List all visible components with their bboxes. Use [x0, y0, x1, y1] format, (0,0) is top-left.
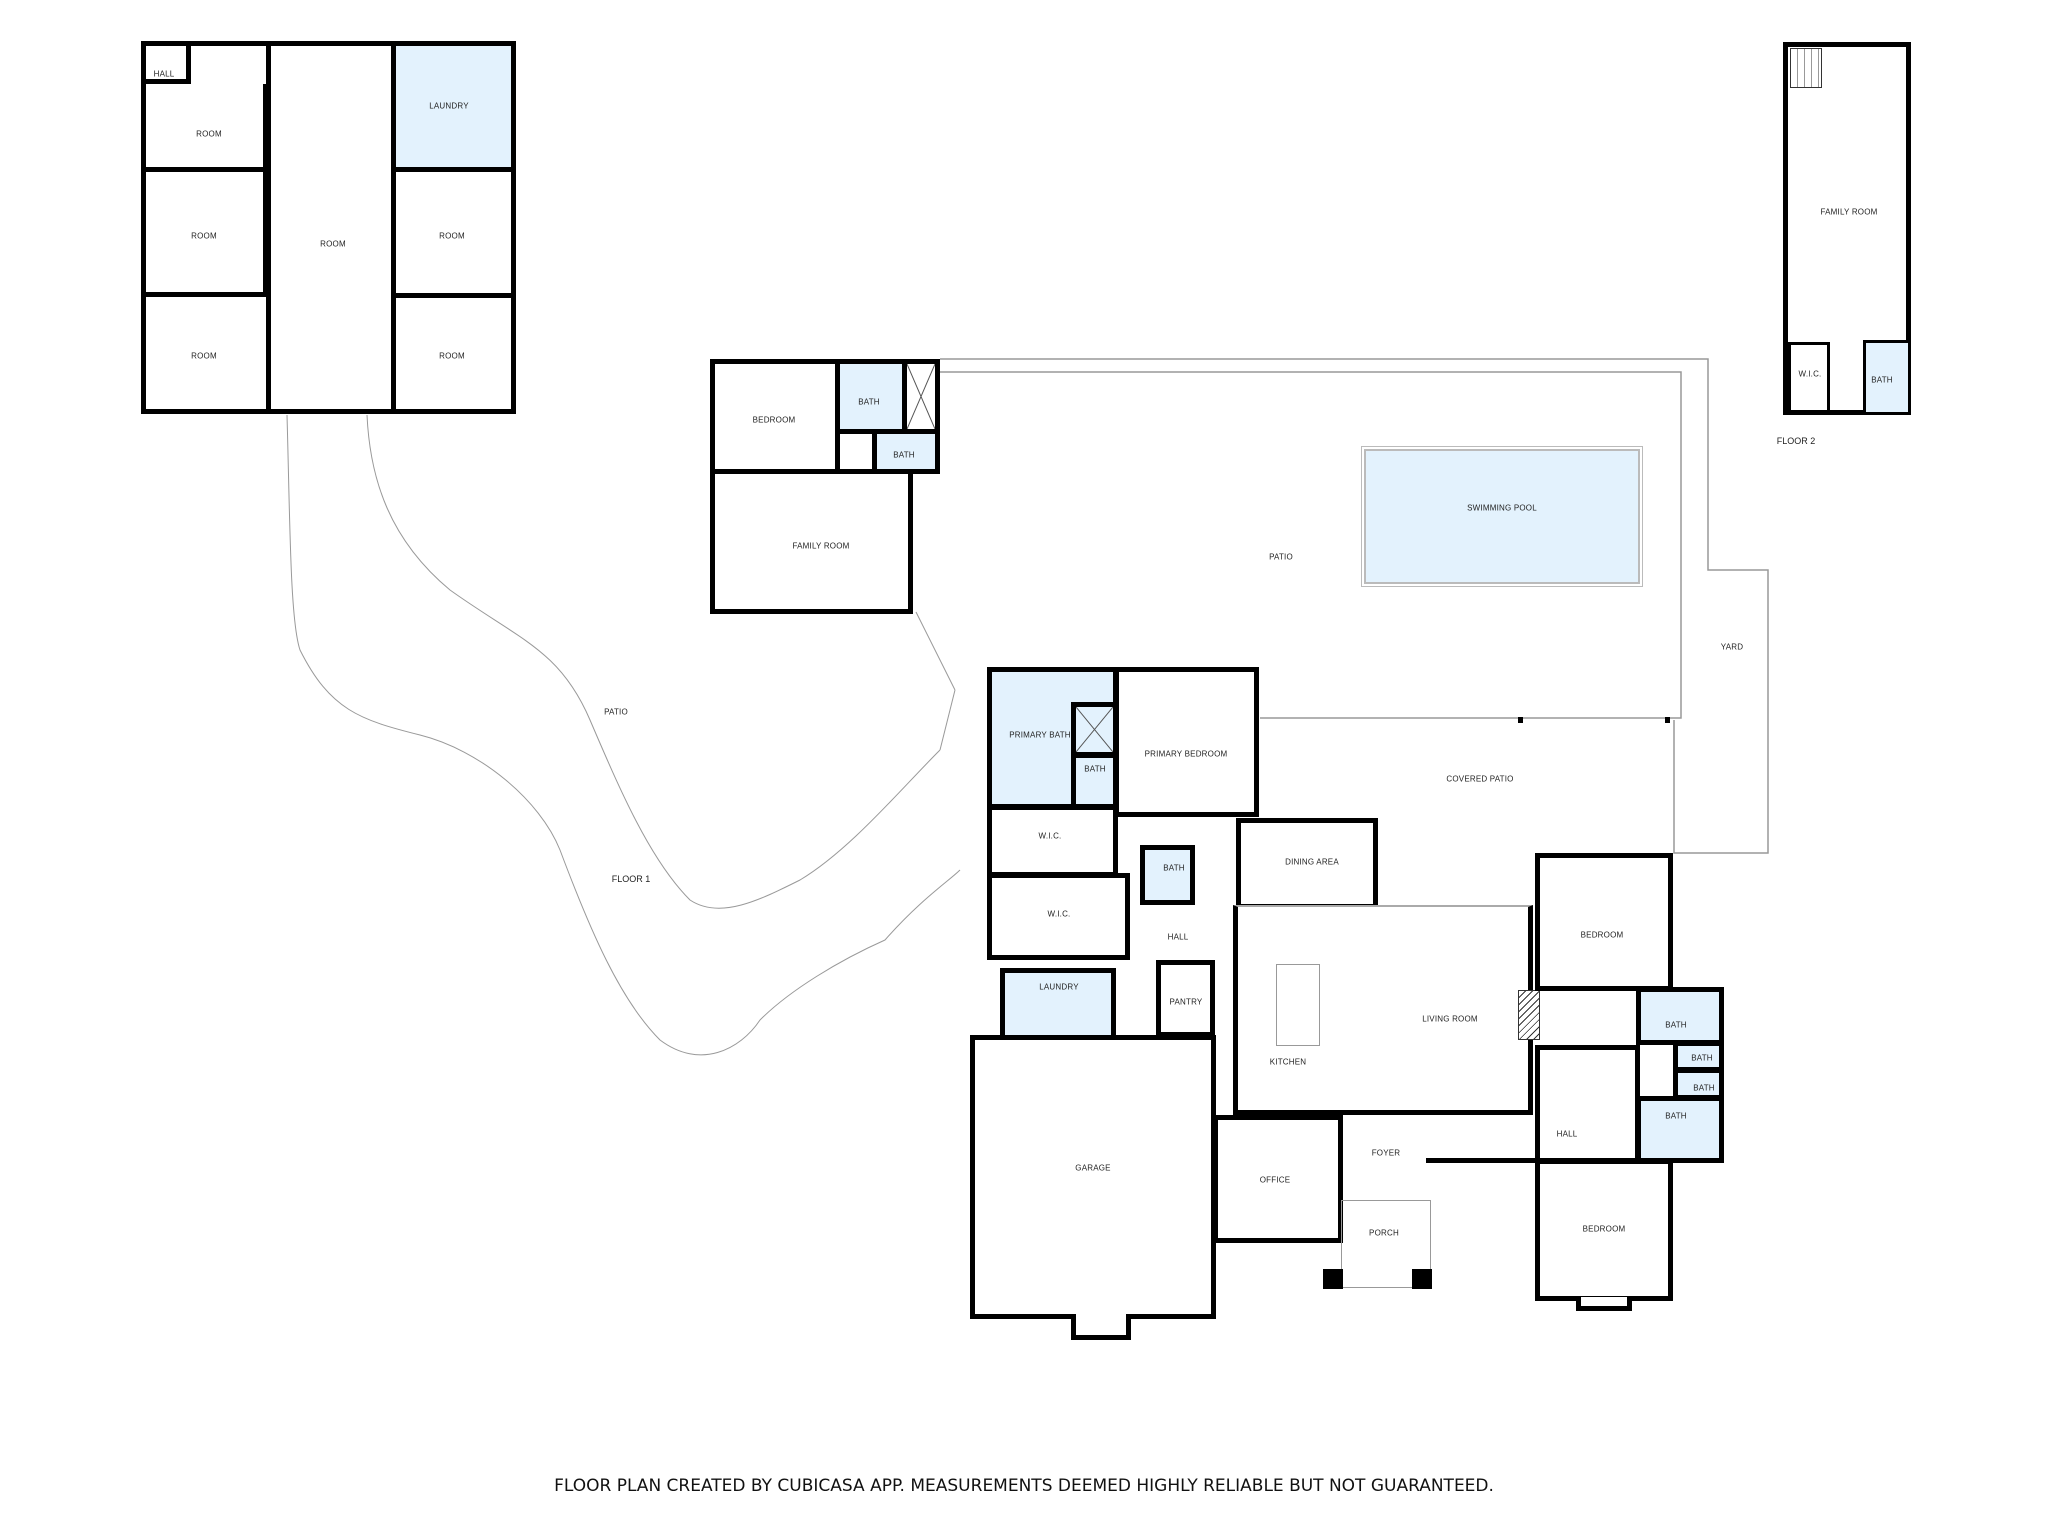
floor2-label: FLOOR 2 — [1776, 436, 1816, 446]
label-laundry: LAUNDRY — [429, 101, 469, 111]
label-bath-b: BATH — [1691, 1053, 1713, 1063]
room-porch — [1341, 1200, 1431, 1288]
label-room-w2: ROOM — [191, 351, 217, 361]
label-bath-hall: BATH — [1163, 863, 1185, 873]
label-bath-guest-2: BATH — [893, 450, 915, 460]
room-office — [1213, 1115, 1343, 1243]
label-pantry: PANTRY — [1169, 997, 1203, 1007]
label-room-e2: ROOM — [439, 351, 465, 361]
garage-bump — [1071, 1314, 1131, 1340]
bedroom-bump — [1576, 1297, 1632, 1311]
room-primary-wc — [1071, 753, 1118, 809]
floor1-label: FLOOR 1 — [611, 874, 651, 884]
wall — [266, 41, 271, 414]
room-wic-2 — [987, 873, 1130, 960]
shower-x-icon — [907, 364, 935, 429]
room-pantry — [1156, 960, 1215, 1037]
label-hall: HALL — [153, 69, 175, 79]
post — [1518, 717, 1523, 723]
room-bath-f2 — [1863, 340, 1911, 415]
label-primary-wc: BATH — [1084, 764, 1106, 774]
label-yard: YARD — [1720, 642, 1744, 652]
label-bath-a: BATH — [1665, 1020, 1687, 1030]
label-garage: GARAGE — [1075, 1163, 1111, 1173]
room-bath-hall — [1140, 845, 1195, 905]
label-patio-main: PATIO — [1269, 552, 1293, 562]
wall — [1426, 1158, 1541, 1163]
porch-column — [1412, 1269, 1432, 1289]
room-laundry-outbuilding — [391, 41, 516, 172]
porch-column — [1323, 1269, 1343, 1289]
room-wic-1 — [987, 805, 1118, 877]
room-hall-outbuilding — [141, 41, 191, 84]
label-room-center: ROOM — [320, 239, 346, 249]
room-laundry — [1000, 968, 1116, 1040]
wall — [391, 296, 396, 414]
label-wic-1: W.I.C. — [1038, 831, 1062, 841]
footer-disclaimer: FLOOR PLAN CREATED BY CUBICASA APP. MEAS… — [554, 1476, 1494, 1496]
label-covered-patio: COVERED PATIO — [1446, 774, 1514, 784]
label-porch: PORCH — [1369, 1228, 1399, 1238]
label-bath-d: BATH — [1665, 1111, 1687, 1121]
label-laundry: LAUNDRY — [1039, 982, 1079, 992]
label-bath-f2: BATH — [1871, 375, 1893, 385]
label-bath-guest-1: BATH — [858, 397, 880, 407]
label-family-guest: FAMILY ROOM — [792, 541, 850, 551]
label-kitchen: KITCHEN — [1269, 1057, 1307, 1067]
room-bath-guest-1 — [835, 359, 907, 434]
stairs-icon — [1790, 48, 1822, 88]
room-e1 — [391, 168, 516, 298]
label-room-w1: ROOM — [191, 231, 217, 241]
label-wic-2: W.I.C. — [1047, 909, 1071, 919]
room-garage — [970, 1035, 1216, 1319]
label-foyer: FOYER — [1371, 1148, 1401, 1158]
room-family-guest — [710, 469, 913, 614]
label-primary-bedroom: PRIMARY BEDROOM — [1144, 749, 1228, 759]
label-bath-c: BATH — [1693, 1083, 1715, 1093]
label-bedroom-ne: BEDROOM — [1580, 930, 1624, 940]
label-bedroom-se: BEDROOM — [1582, 1224, 1626, 1234]
post — [1665, 717, 1670, 723]
room-wic-f2 — [1788, 342, 1830, 415]
room-bath-a — [1636, 987, 1724, 1045]
label-swimming-pool: SWIMMING POOL — [1467, 503, 1537, 513]
label-family-room-f2: FAMILY ROOM — [1820, 207, 1878, 217]
label-dining-area: DINING AREA — [1285, 857, 1339, 867]
room-w1 — [141, 172, 268, 297]
label-hall-east: HALL — [1556, 1129, 1578, 1139]
room-bedroom-ne — [1535, 853, 1673, 991]
shower — [902, 359, 940, 434]
label-room-nw: ROOM — [196, 129, 222, 139]
room-bath-d — [1636, 1096, 1724, 1163]
label-hall: HALL — [1167, 932, 1189, 942]
room-hall-east — [1535, 1045, 1640, 1163]
label-office: OFFICE — [1259, 1175, 1291, 1185]
shower-x-icon — [1076, 707, 1113, 752]
label-room-e1: ROOM — [439, 231, 465, 241]
room-nw — [141, 84, 268, 172]
closet — [835, 429, 877, 474]
kitchen-island — [1276, 964, 1320, 1046]
label-living-room: LIVING ROOM — [1422, 1014, 1478, 1024]
room-primary-bedroom — [1114, 667, 1259, 817]
label-wic-f2: W.I.C. — [1798, 369, 1822, 379]
swimming-pool — [1361, 446, 1643, 587]
fireplace — [1518, 990, 1540, 1040]
label-primary-bath: PRIMARY BATH — [1009, 730, 1071, 740]
room-living-kitchen — [1233, 905, 1533, 1115]
label-patio-path: PATIO — [604, 707, 628, 717]
label-bedroom-guest: BEDROOM — [752, 415, 796, 425]
room-dining-area — [1236, 818, 1378, 909]
shower-primary — [1071, 702, 1118, 757]
